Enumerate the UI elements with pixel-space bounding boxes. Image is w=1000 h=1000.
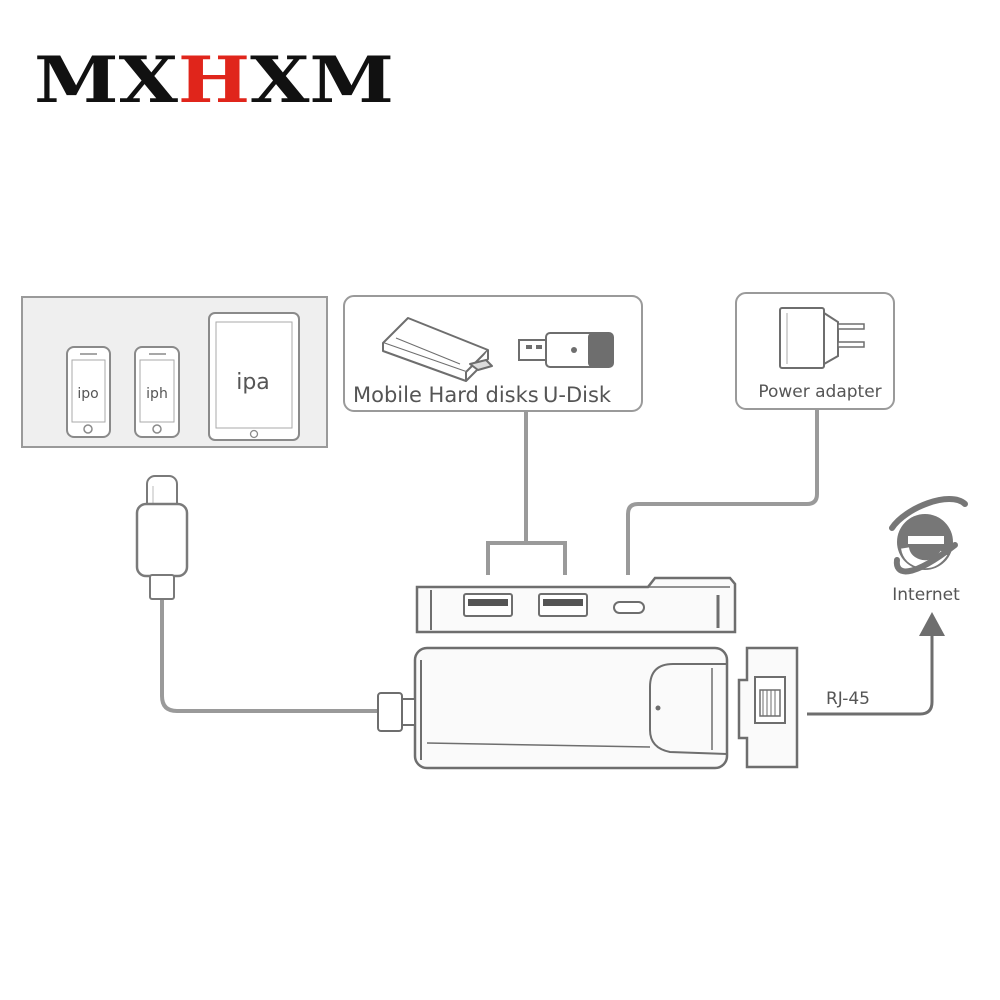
rj45-to-internet-arrow	[807, 612, 945, 716]
usb-c-port	[613, 601, 645, 614]
internet-label: Internet	[892, 585, 960, 605]
tablet-label: ipa	[236, 370, 270, 395]
power-adapter-label: Power adapter	[758, 382, 881, 402]
usb-bracket-line	[486, 541, 567, 575]
phone-icon: iph	[134, 346, 180, 438]
lightning-cable	[160, 596, 378, 713]
apple-devices-panel: ipo iph ipa	[21, 296, 328, 448]
internet-explorer-icon	[889, 496, 968, 575]
hub-body	[377, 646, 729, 770]
u-disk-label: U-Disk	[543, 383, 612, 407]
hub-ports-strip	[415, 576, 737, 634]
tablet-icon: ipa	[208, 312, 300, 441]
lightning-connector-icon	[135, 475, 189, 600]
cable-plug	[377, 692, 403, 732]
connection-lines	[160, 409, 819, 713]
rj45-label: RJ-45	[826, 689, 870, 709]
power-adapter-icon	[779, 307, 865, 369]
small-phone-label: ipo	[77, 386, 98, 402]
power-to-usbc-line	[626, 409, 819, 575]
usb-stick-icon	[518, 332, 614, 368]
rj45-port-icon	[737, 646, 799, 769]
usb-port-2	[538, 593, 588, 617]
small-phone-icon: ipo	[66, 346, 111, 438]
hard-disk-label: Mobile Hard disks	[353, 383, 539, 407]
power-panel: Power adapter	[735, 292, 895, 410]
usb-port-1	[463, 593, 513, 617]
storage-panel: Mobile Hard disks U-Disk	[343, 295, 643, 412]
hard-disk-icon	[382, 317, 493, 382]
logo-accent-letter: H	[178, 43, 250, 118]
phone-label: iph	[146, 386, 168, 402]
